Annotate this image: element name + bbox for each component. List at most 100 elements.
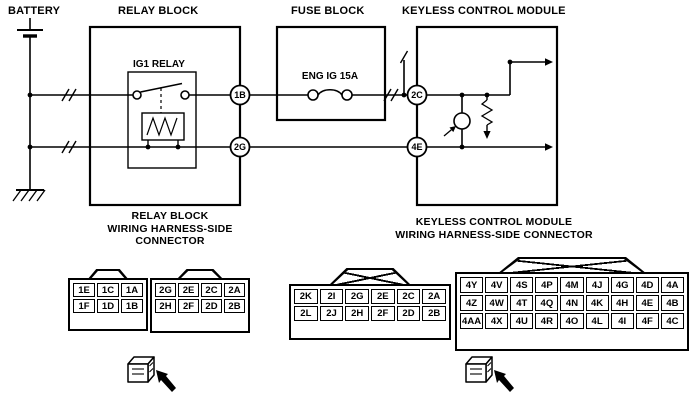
fuse-block-label: FUSE BLOCK <box>291 5 365 17</box>
connector-cell: 4N <box>560 295 584 311</box>
keyless-module-box <box>415 25 559 207</box>
fuse-block-box <box>275 25 387 122</box>
relay-connector-title: RELAY BLOCK WIRING HARNESS-SIDE CONNECTO… <box>72 210 268 248</box>
connector-cell: 4D <box>635 277 659 293</box>
connector-cell: 2H <box>155 299 176 313</box>
connector-cell: 4Y <box>460 277 484 293</box>
connector-cell: 4K <box>585 295 609 311</box>
connector-cell: 4E <box>635 295 659 311</box>
keyless-connector-title-line1: KEYLESS CONTROL MODULE <box>415 216 573 228</box>
resistor-icon <box>480 95 494 139</box>
connector-cell: 4Z <box>460 295 484 311</box>
connector-cell: 1B <box>121 299 143 313</box>
connector-bump <box>87 269 129 280</box>
signal-arrows <box>545 58 553 151</box>
connector-cell: 2F <box>178 299 199 313</box>
connector-bump <box>328 268 412 286</box>
ground-icon <box>12 189 46 202</box>
connector-cell: 2I <box>319 289 344 304</box>
connector-cell: 2F <box>370 306 395 321</box>
connector-cell: 2D <box>201 299 222 313</box>
connector-cell: 4G <box>610 277 634 293</box>
connector-cell: 4AA <box>460 313 484 329</box>
connector-cell: 4M <box>560 277 584 293</box>
connector-cell: 2K <box>294 289 318 304</box>
connector-cell: 4C <box>660 313 684 329</box>
relay-contact-icon <box>180 90 190 100</box>
connector-cell: 4Q <box>535 295 559 311</box>
connector-cell: 2J <box>319 306 344 321</box>
fuse-icon <box>307 88 353 101</box>
connector-cell: 2C <box>396 289 421 304</box>
ig1-relay-label: IG1 RELAY <box>133 59 185 70</box>
connector-cell: 2G <box>155 283 176 297</box>
connector-cell: 1C <box>97 283 119 297</box>
relay-contact-icon <box>132 90 142 100</box>
ig1-relay-symbol <box>127 71 197 169</box>
connector-cell: 4X <box>485 313 509 329</box>
wire-splice-marks <box>61 50 409 154</box>
connector-cell: 1D <box>97 299 119 313</box>
connector-cell: 4O <box>560 313 584 329</box>
relay-coil-icon <box>141 112 185 141</box>
connector-cell: 4F <box>635 313 659 329</box>
connector-cell: 1F <box>73 299 95 313</box>
connector-cell: 1A <box>121 283 143 297</box>
relay-block-label: RELAY BLOCK <box>118 5 198 17</box>
connector-cell: 4W <box>485 295 509 311</box>
terminal-2g-label: 2G <box>234 142 246 152</box>
connector-bump <box>176 269 224 280</box>
connector-cell: 2L <box>294 306 318 321</box>
junction-dots <box>27 59 513 150</box>
connector-cell: 2B <box>224 299 245 313</box>
connector-cell: 4S <box>510 277 534 293</box>
wires <box>30 60 545 148</box>
keyless-connector-title-line2: WIRING HARNESS-SIDE CONNECTOR <box>395 228 593 241</box>
terminal-2c-label: 2C <box>411 90 423 100</box>
wiring-schematic: 1B 2G 2C 4E BATTERY RELAY BLOCK FUSE BLO… <box>8 5 566 207</box>
keyless-connector-a: 2K 2I 2G 2E 2C 2A 2L 2J 2H 2F 2D 2B <box>289 268 451 340</box>
connector-cell: 2B <box>422 306 446 321</box>
connector-cell: 1E <box>73 283 95 297</box>
terminal-2g <box>229 136 251 158</box>
terminals: 1B 2G 2C 4E <box>229 84 428 158</box>
battery-icon <box>17 18 43 38</box>
terminal-1b-label: 1B <box>234 90 246 100</box>
connector-cell: 4A <box>660 277 684 293</box>
terminal-1b <box>229 84 251 106</box>
connector-view-icon <box>465 356 514 392</box>
connector-cell: 2A <box>422 289 446 304</box>
connector-cell: 4U <box>510 313 534 329</box>
terminal-4e-label: 4E <box>411 142 422 152</box>
relay-connector-title-line1: RELAY BLOCK <box>131 210 209 222</box>
relay-block-box <box>88 25 242 207</box>
view-arrow-icon <box>494 370 514 392</box>
connector-cell: 2H <box>345 306 369 321</box>
keyless-connector-title: KEYLESS CONTROL MODULE WIRING HARNESS-SI… <box>348 216 640 241</box>
connector-bump <box>497 257 647 274</box>
relay-connector-title-line2: WIRING HARNESS-SIDE <box>107 222 233 235</box>
connector-cell: 2A <box>224 283 245 297</box>
terminal-4e <box>406 136 428 158</box>
terminal-2c <box>406 84 428 106</box>
connector-cell: 4L <box>585 313 609 329</box>
connector-cell: 2G <box>345 289 369 304</box>
indicator-lamp-icon <box>443 112 471 137</box>
connector-cell: 4I <box>610 313 634 329</box>
battery-label: BATTERY <box>8 5 61 17</box>
connector-cell: 4R <box>535 313 559 329</box>
keyless-connector-b: 4Y 4V 4S 4P 4M 4J 4G 4D 4A 4Z 4W 4T 4Q 4… <box>455 257 689 351</box>
fuse-label: ENG IG 15A <box>302 71 358 82</box>
relay-connector-b: 2G 2E 2C 2A 2H 2F 2D 2B <box>150 269 250 333</box>
connector-cell: 4B <box>660 295 684 311</box>
relay-connector-a: 1E 1C 1A 1F 1D 1B <box>68 269 148 331</box>
connector-cell: 4H <box>610 295 634 311</box>
connector-cell: 4V <box>485 277 509 293</box>
connector-cell: 2E <box>178 283 199 297</box>
connector-cell: 4J <box>585 277 609 293</box>
connector-cell: 2D <box>396 306 421 321</box>
connector-cell: 4P <box>535 277 559 293</box>
view-arrow-icon <box>156 370 176 392</box>
connector-cell: 2E <box>370 289 395 304</box>
